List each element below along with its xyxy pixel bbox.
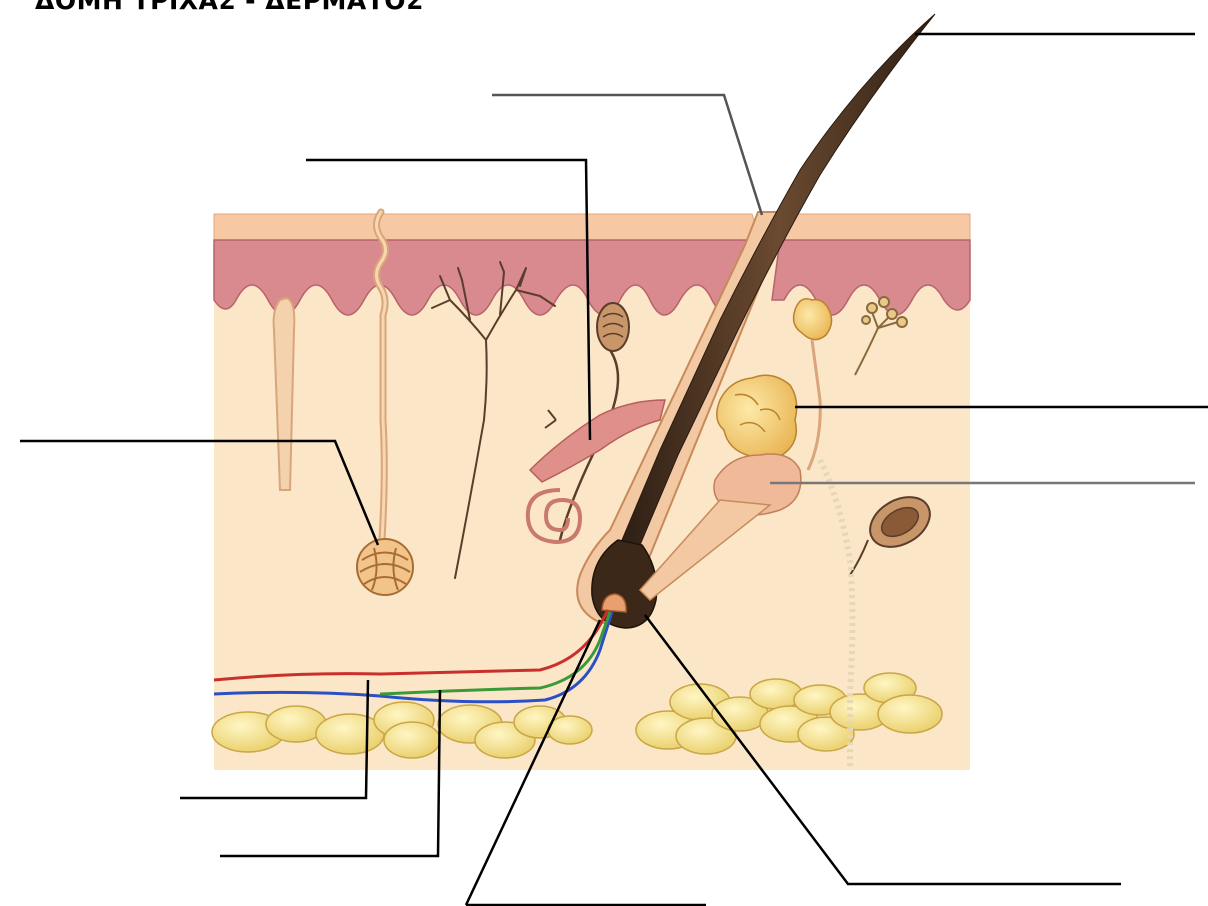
epidermis-right <box>780 214 970 240</box>
sweat-gland <box>357 539 413 595</box>
dermis <box>214 240 970 770</box>
epidermis-left <box>214 214 760 240</box>
papillary-dermis <box>214 240 752 315</box>
leader-line-pore <box>492 95 762 215</box>
